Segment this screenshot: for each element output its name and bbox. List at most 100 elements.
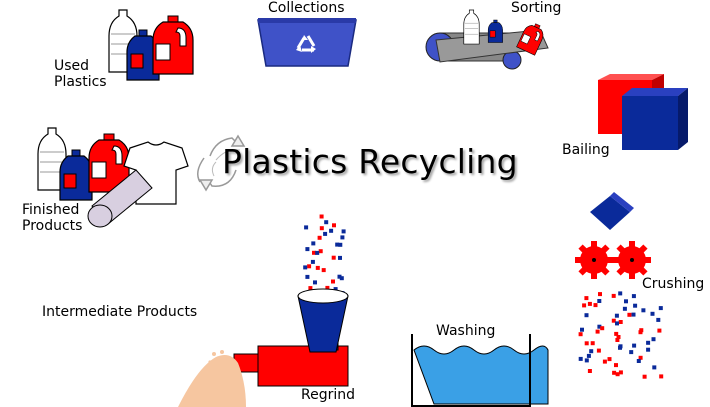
- particle: [305, 247, 310, 252]
- particle: [638, 330, 643, 335]
- particle: [600, 326, 605, 331]
- particle: [584, 341, 589, 346]
- particle: [618, 320, 623, 324]
- particle: [615, 321, 619, 326]
- particle: [587, 369, 592, 373]
- particle: [319, 226, 324, 231]
- particle: [331, 279, 335, 284]
- particle: [659, 374, 664, 379]
- particle: [584, 313, 589, 318]
- particle: [311, 241, 316, 246]
- particle: [593, 303, 598, 308]
- bale-cube-icon: [598, 74, 688, 150]
- falling-particles: [303, 214, 346, 297]
- crusher-gears-icon: [575, 192, 651, 279]
- particle: [657, 328, 662, 333]
- particle: [323, 231, 328, 236]
- particle: [315, 250, 320, 255]
- particle: [631, 294, 636, 299]
- particle: [339, 276, 344, 281]
- particle: [332, 223, 336, 228]
- particle: [614, 331, 619, 336]
- particle: [646, 347, 651, 352]
- label-collections: Collections: [268, 0, 345, 16]
- particle: [331, 255, 336, 260]
- particle: [624, 299, 628, 304]
- particle: [602, 359, 607, 364]
- pellet-pile-icon: [178, 350, 246, 407]
- particle: [646, 340, 651, 345]
- particle: [321, 268, 326, 273]
- particle: [641, 308, 646, 313]
- particle: [658, 306, 663, 311]
- label-regrind: Regrind: [301, 387, 356, 403]
- page-title: Plastics Recycling: [222, 142, 518, 181]
- particle: [584, 296, 589, 301]
- label-bailing: Bailing: [562, 142, 610, 158]
- conveyor-belt-icon: [425, 9, 549, 70]
- particle: [618, 345, 622, 350]
- particle: [618, 291, 623, 296]
- particle: [622, 306, 627, 311]
- particle: [633, 303, 638, 308]
- particle: [627, 312, 632, 317]
- label-washing: Washing: [436, 323, 496, 339]
- particle: [614, 313, 619, 318]
- particle: [586, 353, 591, 358]
- particle: [615, 338, 620, 342]
- particle: [307, 264, 312, 269]
- label-intermediate-products: Intermediate Products: [42, 304, 198, 320]
- particle: [656, 317, 661, 322]
- particle: [313, 280, 317, 285]
- particle: [596, 348, 601, 353]
- particle: [319, 214, 324, 219]
- finished-products-icon: [37, 127, 189, 228]
- label-used-plastics: Used Plastics: [54, 58, 107, 90]
- particle: [312, 250, 316, 255]
- particle: [607, 357, 612, 362]
- particle: [631, 312, 636, 317]
- particle: [650, 311, 655, 316]
- particle: [315, 265, 320, 270]
- pipe-icon: [87, 169, 153, 228]
- particle: [589, 349, 594, 354]
- particle: [611, 318, 616, 323]
- particle: [587, 301, 592, 306]
- particle: [598, 292, 602, 297]
- particle: [629, 350, 634, 355]
- particle: [324, 220, 329, 225]
- particle: [308, 286, 313, 291]
- particle: [338, 255, 342, 260]
- particle: [632, 343, 637, 348]
- particle: [651, 337, 656, 342]
- particle: [338, 242, 343, 247]
- particle: [611, 293, 616, 298]
- label-sorting: Sorting: [511, 0, 562, 16]
- particle: [582, 303, 587, 308]
- particle: [597, 299, 602, 303]
- particle: [341, 229, 346, 234]
- particle: [578, 332, 583, 337]
- recycle-arrows-shadow: [211, 149, 241, 177]
- wash-tank-icon: [411, 334, 549, 407]
- particle: [612, 370, 617, 375]
- particle: [638, 355, 643, 360]
- particle: [329, 228, 334, 233]
- particle: [590, 341, 595, 346]
- particle: [337, 274, 342, 279]
- particle: [618, 370, 623, 375]
- particle: [325, 285, 330, 290]
- recycle-bin-icon: [257, 18, 357, 67]
- label-crushing: Crushing: [642, 276, 705, 292]
- particle: [335, 242, 340, 247]
- particle: [595, 329, 600, 334]
- particle: [310, 259, 315, 264]
- particle: [305, 274, 310, 279]
- label-finished-products: Finished Products: [22, 202, 83, 234]
- particle: [615, 372, 620, 377]
- particle: [636, 359, 641, 363]
- recycle-arrows-icon: [197, 134, 246, 192]
- particle: [333, 287, 338, 292]
